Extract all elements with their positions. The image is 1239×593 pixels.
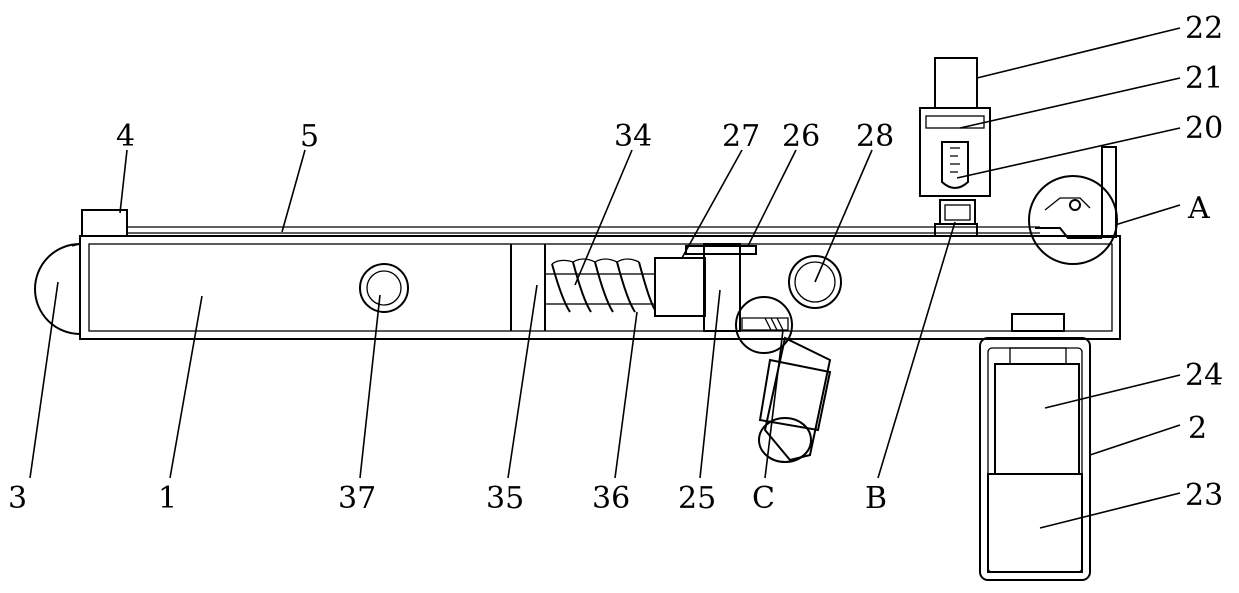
grip-housing (980, 338, 1090, 580)
top-rail (128, 227, 1040, 233)
label-5: 5 (300, 119, 319, 154)
label-B: B (865, 481, 887, 516)
small-block (1012, 314, 1064, 331)
label-35: 35 (486, 481, 524, 516)
label-21: 21 (1185, 61, 1223, 96)
label-27: 27 (722, 119, 760, 154)
part-labels: 22 21 20 4 5 34 27 26 28 A 24 2 23 3 1 3… (8, 11, 1223, 516)
label-26: 26 (782, 119, 820, 154)
label-28: 28 (856, 119, 894, 154)
end-block (82, 210, 127, 236)
label-25: 25 (678, 481, 716, 516)
label-24: 24 (1185, 358, 1223, 393)
detail-a (1029, 147, 1117, 264)
label-2: 2 (1188, 411, 1207, 446)
label-22: 22 (1185, 11, 1223, 46)
label-34: 34 (614, 119, 652, 154)
label-37: 37 (338, 481, 376, 516)
round-knob-37 (360, 264, 408, 312)
label-23: 23 (1185, 478, 1223, 513)
slider-block (655, 258, 705, 316)
vertical-rod (704, 244, 740, 331)
label-1: 1 (158, 481, 177, 516)
label-20: 20 (1185, 111, 1223, 146)
label-A: A (1187, 191, 1210, 226)
partition-plate (511, 244, 545, 331)
label-3: 3 (8, 481, 27, 516)
label-C: C (752, 481, 775, 516)
top-plate (686, 246, 756, 254)
spring-assembly (545, 259, 655, 312)
label-36: 36 (592, 481, 630, 516)
leader-lines (30, 28, 1180, 528)
main-body (80, 236, 1120, 339)
label-4: 4 (116, 119, 135, 154)
detail-c-spring (742, 318, 788, 330)
upper-holder (920, 58, 990, 196)
detail-b-block (935, 200, 977, 236)
